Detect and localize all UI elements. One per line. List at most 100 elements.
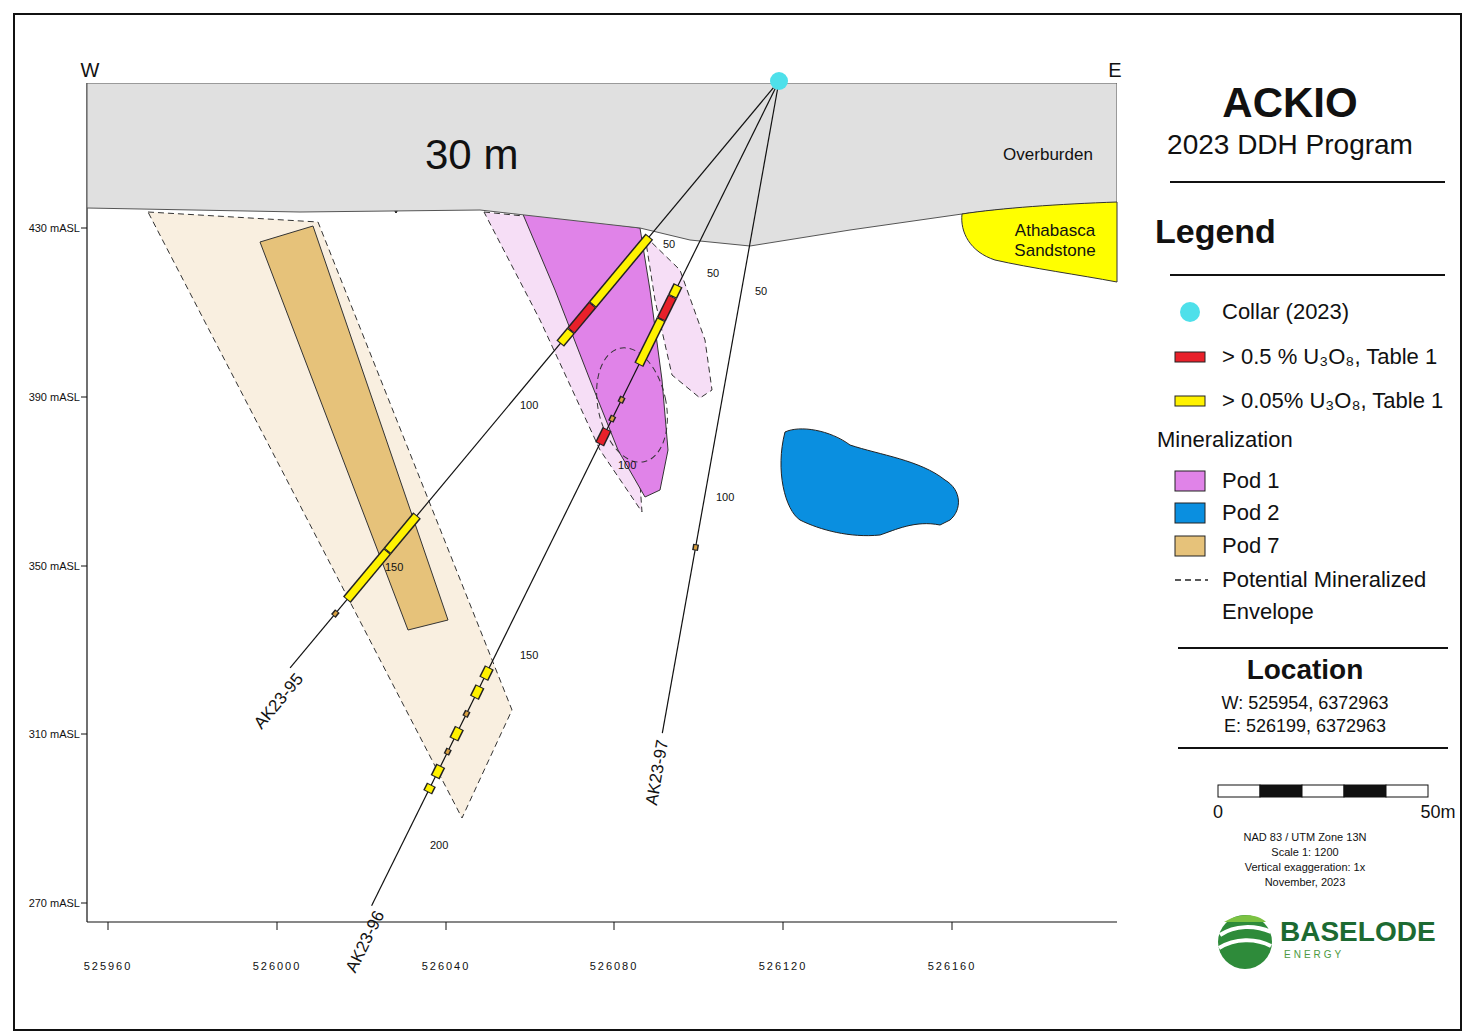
depth-label: 150 [520, 649, 538, 662]
assay-interval-outline [347, 551, 388, 600]
assay-interval [561, 331, 571, 342]
legend-text: Collar (2023) [1222, 299, 1349, 324]
elevation-label: 390 mASL [29, 391, 80, 404]
location-coordinate: E: 526199, 6372963 [1224, 716, 1386, 737]
sandstone-unit-outline [962, 202, 1117, 282]
subtitle: 2023 DDH Program [1167, 129, 1413, 161]
legend-text: Potential Mineralized Envelope [1222, 564, 1454, 628]
legend-bar [1175, 396, 1205, 406]
legend-swatch [1175, 503, 1205, 523]
logo-wordmark: BASELODE [1280, 916, 1436, 948]
legend-swatch [1175, 471, 1205, 491]
assay-interval-outline [571, 305, 593, 331]
assay-interval-outline [387, 515, 417, 551]
assay-interval [334, 612, 337, 615]
assay-interval-outline [695, 544, 696, 550]
legend-group-heading: Mineralization [1157, 427, 1293, 452]
assay-interval [572, 305, 592, 329]
assay-interval [600, 430, 607, 443]
legend-dashed-line [1175, 579, 1208, 581]
elevation-label: 350 mASL [29, 560, 80, 573]
assay-interval [593, 237, 648, 304]
easting-label: 526040 [422, 960, 471, 973]
drillhole-trace [662, 81, 779, 733]
assay-interval [436, 767, 441, 777]
assay-interval [428, 786, 431, 792]
assay-interval [447, 750, 449, 754]
map-note: November, 2023 [1265, 876, 1346, 889]
scale-label: 50m [1420, 802, 1455, 823]
map-note: NAD 83 / UTM Zone 13N [1244, 831, 1367, 844]
direction-label: E [1108, 59, 1121, 82]
assay-interval-outline [661, 297, 672, 320]
legend-text: Pod 1 [1222, 468, 1280, 493]
assay-interval-outline [454, 728, 460, 739]
map-note: Scale 1: 1200 [1271, 846, 1338, 859]
assay-interval-outline [620, 397, 623, 403]
easting-label: 526120 [759, 960, 808, 973]
easting-label: 525960 [84, 960, 133, 973]
assay-interval [694, 545, 698, 549]
legend-text: Pod 7 [1222, 533, 1280, 558]
assay-interval-outline [435, 766, 441, 777]
assay-interval-outline [446, 749, 449, 755]
assay-interval [475, 687, 480, 697]
legend-heading: Legend [1155, 212, 1276, 251]
sandstone-unit: Athabasca Sandstone [960, 198, 1118, 288]
dimension-label: 30 m [425, 131, 518, 179]
depth-label: 50 [663, 238, 675, 251]
depth-label: 200 [430, 839, 448, 852]
scale-label: 0 [1213, 802, 1223, 823]
unit-label: Overburden [1003, 145, 1093, 165]
assay-interval-outline [600, 429, 607, 444]
elevation-label: 310 mASL [29, 728, 80, 741]
easting-label: 526000 [253, 960, 302, 973]
legend-swatch [1175, 536, 1205, 556]
collar-dot [770, 72, 788, 90]
drillhole-name: AK23-97 [642, 738, 673, 807]
assay-interval-outline [560, 331, 571, 344]
assay-interval-outline [593, 237, 650, 305]
easting-label: 526080 [590, 960, 639, 973]
assay-interval-outline [639, 319, 661, 364]
depth-label: 50 [755, 285, 767, 298]
unit-label: Athabasca Sandstone [996, 221, 1114, 260]
drillhole-trace [372, 81, 779, 906]
assay-interval [673, 286, 678, 296]
drillhole-trace [290, 81, 779, 668]
elevation-label: 270 mASL [29, 897, 80, 910]
assay-interval [484, 668, 489, 678]
direction-label: W [81, 59, 100, 82]
depth-label: 100 [618, 459, 636, 472]
legend-text: > 0.5 % U₃O₈, Table 1 [1222, 344, 1437, 369]
assay-interval-outline [465, 711, 468, 717]
easting-label: 526160 [928, 960, 977, 973]
assay-interval [388, 516, 416, 550]
title: ACKIO [1222, 79, 1357, 127]
assay-interval [347, 552, 386, 599]
depth-label: 150 [385, 561, 403, 574]
assay-interval [454, 729, 459, 739]
location-heading: Location [1247, 654, 1364, 686]
depth-label: 100 [520, 399, 538, 412]
assay-interval [639, 320, 661, 364]
legend-dot [1180, 302, 1200, 322]
elevation-label: 430 mASL [29, 222, 80, 235]
location-coordinate: W: 525954, 6372963 [1222, 693, 1389, 714]
logo-subtitle: ENERGY [1284, 949, 1344, 961]
assay-interval [465, 712, 467, 716]
depth-label: 50 [707, 267, 719, 280]
drillhole-name: AK23-95 [250, 670, 308, 733]
assay-interval-outline [333, 611, 337, 616]
drillhole-name: AK23-96 [342, 908, 389, 976]
assay-interval-outline [474, 686, 480, 697]
assay-interval [611, 417, 613, 421]
depth-label: 100 [716, 491, 734, 504]
assay-interval-outline [428, 785, 432, 793]
legend-bar [1175, 352, 1205, 362]
assay-interval-outline [672, 285, 678, 296]
assay-interval-outline [611, 416, 614, 422]
assay-interval [621, 398, 623, 402]
map-note: Vertical exaggeration: 1x [1245, 861, 1365, 874]
